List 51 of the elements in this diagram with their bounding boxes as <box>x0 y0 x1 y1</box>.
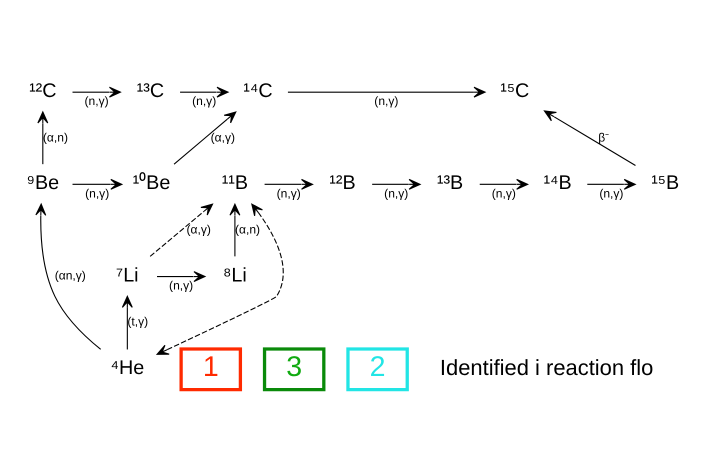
arrow <box>480 178 528 190</box>
node-box: 3 <box>262 346 326 391</box>
node-box: 2 <box>346 346 409 391</box>
arrow <box>174 110 236 164</box>
arrow <box>229 203 240 256</box>
edge-label: (n,γ) <box>599 186 624 200</box>
edge-label: (n,γ) <box>374 94 398 108</box>
edge-label: (α,n) <box>234 222 260 236</box>
arrow <box>264 178 314 190</box>
node-text: ¹¹B <box>222 172 248 194</box>
edge-label: (n,γ) <box>169 278 194 292</box>
edge-label: (α,γ) <box>210 130 236 144</box>
arrow <box>544 110 636 166</box>
node-text: ¹⁰Be <box>132 172 170 194</box>
label: Identified i reaction flo <box>440 354 654 380</box>
arrow <box>372 178 421 190</box>
node-text: ¹⁵B <box>651 172 680 194</box>
arrow <box>72 86 121 98</box>
edge-label: (n,γ) <box>84 94 109 108</box>
edge-label: (n,γ) <box>85 186 110 200</box>
edge-label: (n,γ) <box>384 186 408 200</box>
edge-label: (t,γ) <box>127 314 148 328</box>
node-text: ¹²B <box>329 172 356 194</box>
arrow <box>37 110 48 164</box>
arrow <box>72 178 122 190</box>
node-text: ¹⁴B <box>543 172 572 194</box>
node-text: ⁴He <box>110 356 144 379</box>
arrow <box>288 86 486 98</box>
arrow <box>156 203 284 354</box>
arrow <box>587 178 636 190</box>
edge-label: (α,γ) <box>186 222 211 236</box>
arrow <box>122 295 133 349</box>
node-text: ¹²C <box>29 79 57 102</box>
node-text: ¹³C <box>136 79 164 102</box>
edge-label: (αn,γ) <box>54 268 86 282</box>
node-text: ¹³B <box>436 172 464 194</box>
node-box: 1 <box>179 346 242 391</box>
node-text: ⁸Li <box>223 264 247 286</box>
arrow <box>180 86 229 98</box>
node-text: ⁷Li <box>116 264 139 286</box>
arrow <box>35 203 102 350</box>
edge-label: β⁻ <box>598 130 610 144</box>
arrow <box>157 270 206 282</box>
edge-label: (n,γ) <box>192 94 216 108</box>
node-text: ¹⁴C <box>243 79 273 102</box>
node-text: ¹⁵C <box>500 79 530 102</box>
node-text: ⁹Be <box>26 172 60 194</box>
edge-label: (n,γ) <box>492 186 516 200</box>
arrow <box>150 203 214 256</box>
edge-label: (n,γ) <box>276 186 301 200</box>
edge-label: (α,n) <box>42 130 68 144</box>
